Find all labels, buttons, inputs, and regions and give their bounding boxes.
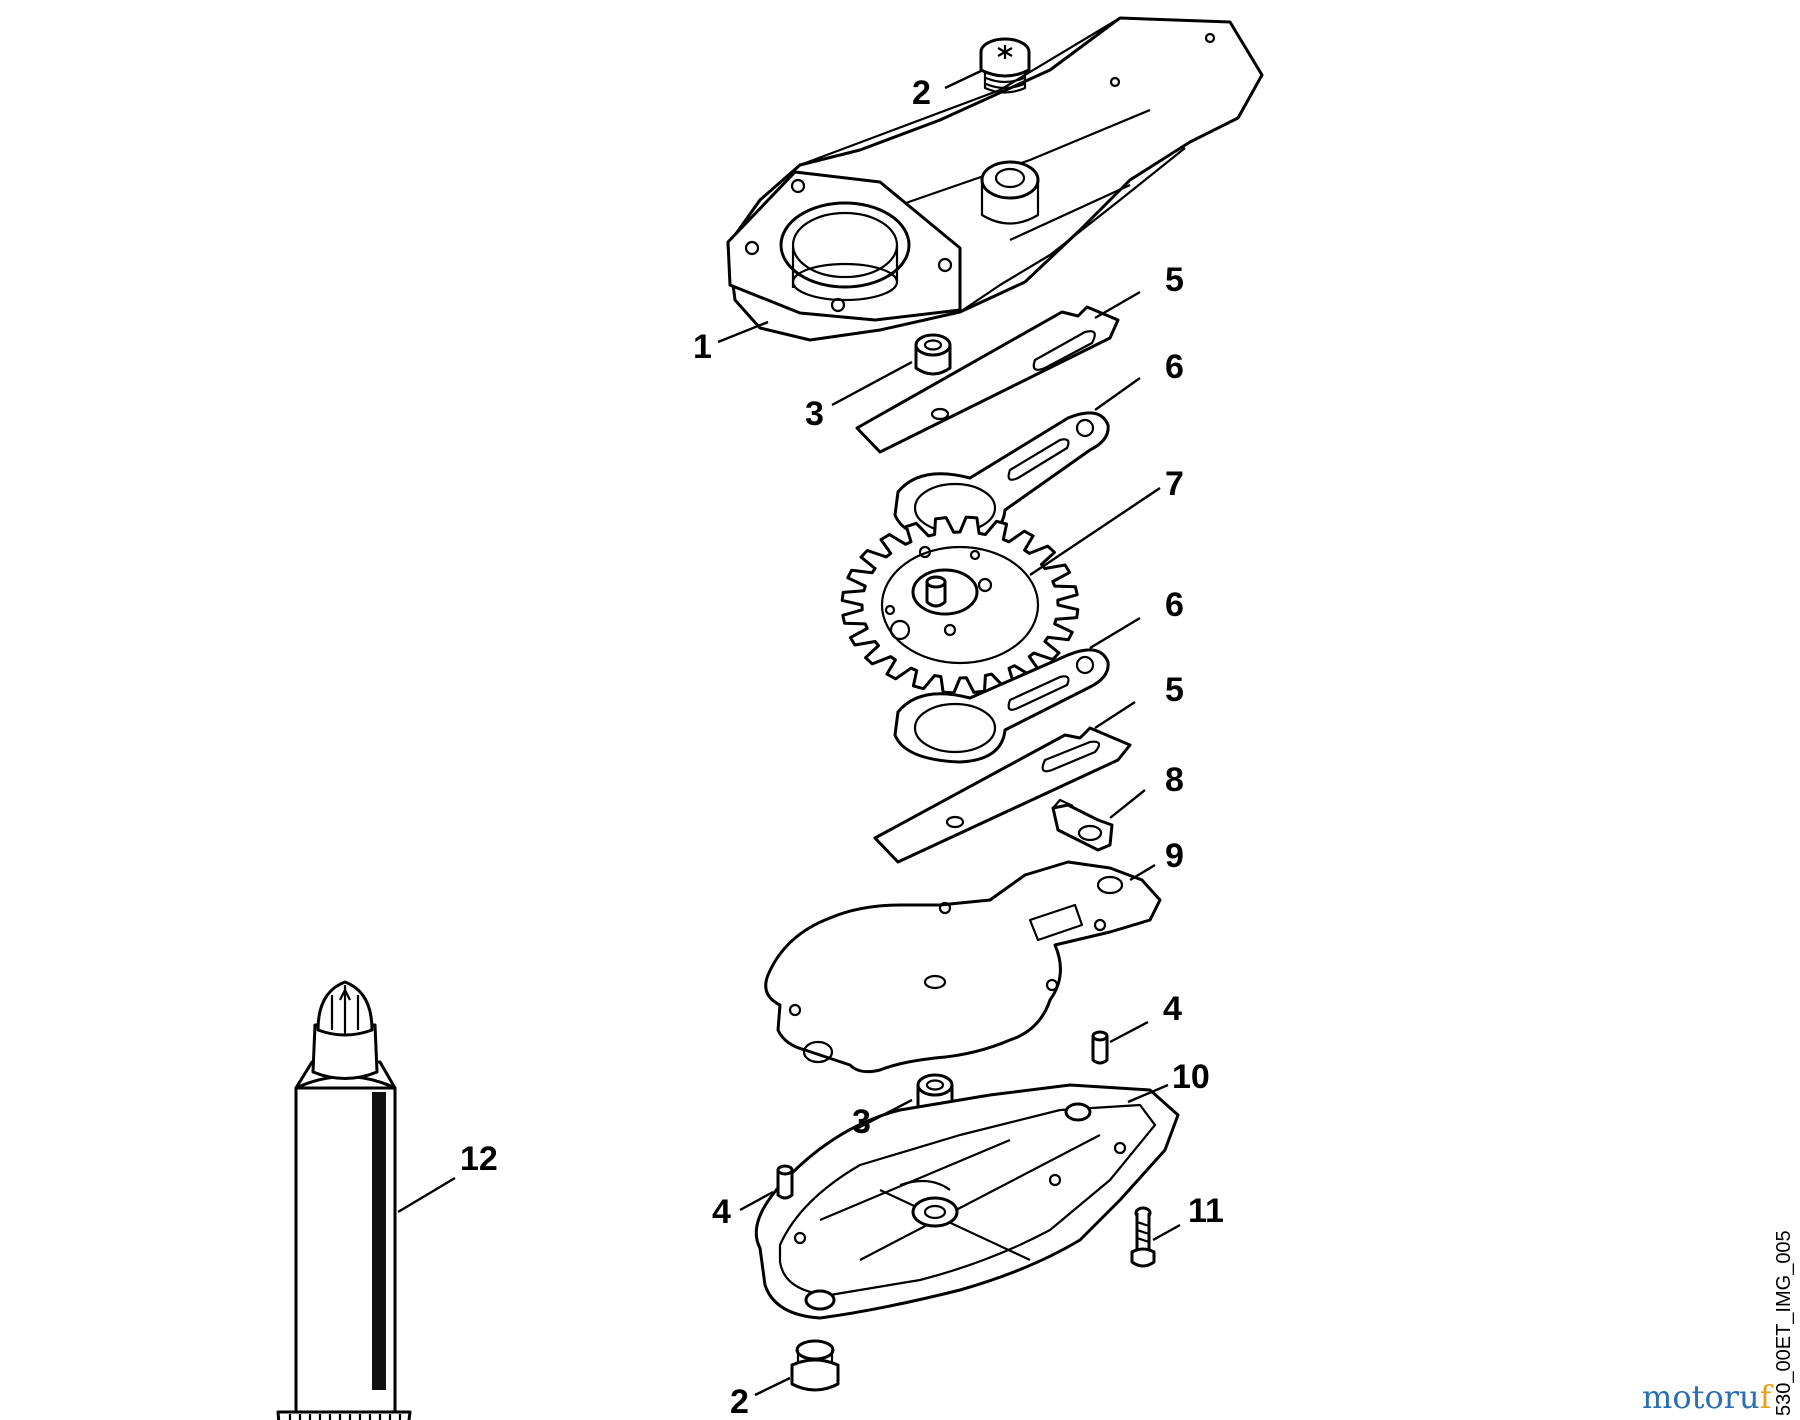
part-12-grease-tube bbox=[276, 980, 412, 1420]
leader-11 bbox=[1152, 1223, 1181, 1242]
callout-labels: 2 1 5 3 6 7 6 5 8 9 4 10 3 12 4 11 2 bbox=[460, 74, 1224, 1420]
part-11-screw bbox=[1130, 1206, 1156, 1268]
leader-6-bottom bbox=[1089, 616, 1141, 650]
leader-2-top bbox=[944, 68, 984, 90]
part-8-clip bbox=[1051, 798, 1114, 852]
callout-4-left: 4 bbox=[712, 1193, 731, 1231]
image-code: 530_00ET_IMG_005 bbox=[1773, 1230, 1795, 1416]
callout-6-top: 6 bbox=[1165, 348, 1184, 386]
callout-11: 11 bbox=[1188, 1192, 1224, 1230]
callout-9: 9 bbox=[1165, 837, 1184, 875]
leader-10 bbox=[1127, 1083, 1169, 1104]
callout-12: 12 bbox=[460, 1140, 498, 1178]
leader-lines bbox=[397, 68, 1181, 1397]
leader-1 bbox=[717, 320, 769, 344]
watermark-part2: f bbox=[1760, 1378, 1774, 1416]
leader-6-top bbox=[1094, 377, 1141, 411]
leader-3-bottom bbox=[857, 1098, 913, 1130]
part-1-gear-housing bbox=[726, 16, 1264, 342]
callout-6-bottom: 6 bbox=[1165, 586, 1184, 624]
part-7-gear bbox=[840, 515, 1080, 695]
callout-5-bottom: 5 bbox=[1165, 671, 1184, 709]
callout-4-right: 4 bbox=[1163, 990, 1182, 1028]
callout-3-bottom: 3 bbox=[852, 1103, 871, 1141]
part-4-pin-left bbox=[776, 1164, 794, 1200]
watermark: motoruf bbox=[1642, 1378, 1774, 1416]
part-2-plug-bottom bbox=[790, 1339, 840, 1392]
callout-3-top: 3 bbox=[805, 395, 824, 433]
leader-5-bottom bbox=[1094, 700, 1136, 730]
leader-5-top bbox=[1094, 290, 1141, 320]
part-3-sleeve-top bbox=[914, 333, 952, 376]
callout-10: 10 bbox=[1172, 1058, 1210, 1096]
leader-2-bottom bbox=[754, 1376, 791, 1397]
leader-9 bbox=[1129, 863, 1156, 882]
part-4-pin-right bbox=[1091, 1030, 1109, 1065]
callout-5-top: 5 bbox=[1165, 261, 1184, 299]
leader-3-top bbox=[831, 360, 913, 407]
leader-4-right bbox=[1109, 1020, 1149, 1044]
callout-2-bottom: 2 bbox=[730, 1383, 749, 1420]
leader-12 bbox=[397, 1176, 456, 1214]
leader-8 bbox=[1109, 789, 1146, 819]
callout-2-top: 2 bbox=[912, 74, 931, 112]
callout-1: 1 bbox=[693, 328, 712, 366]
watermark-part1: motoru bbox=[1642, 1378, 1760, 1416]
part-9-gasket bbox=[764, 860, 1162, 1074]
part-6-link-bottom bbox=[893, 648, 1110, 764]
callout-8: 8 bbox=[1165, 761, 1184, 799]
leader-7 bbox=[1029, 487, 1161, 576]
part-5-plate-bottom bbox=[873, 726, 1132, 864]
part-10-base-cover bbox=[754, 1083, 1180, 1320]
part-2-plug-top bbox=[979, 37, 1031, 94]
leader-4-left bbox=[739, 1190, 774, 1212]
callout-7: 7 bbox=[1165, 465, 1184, 503]
